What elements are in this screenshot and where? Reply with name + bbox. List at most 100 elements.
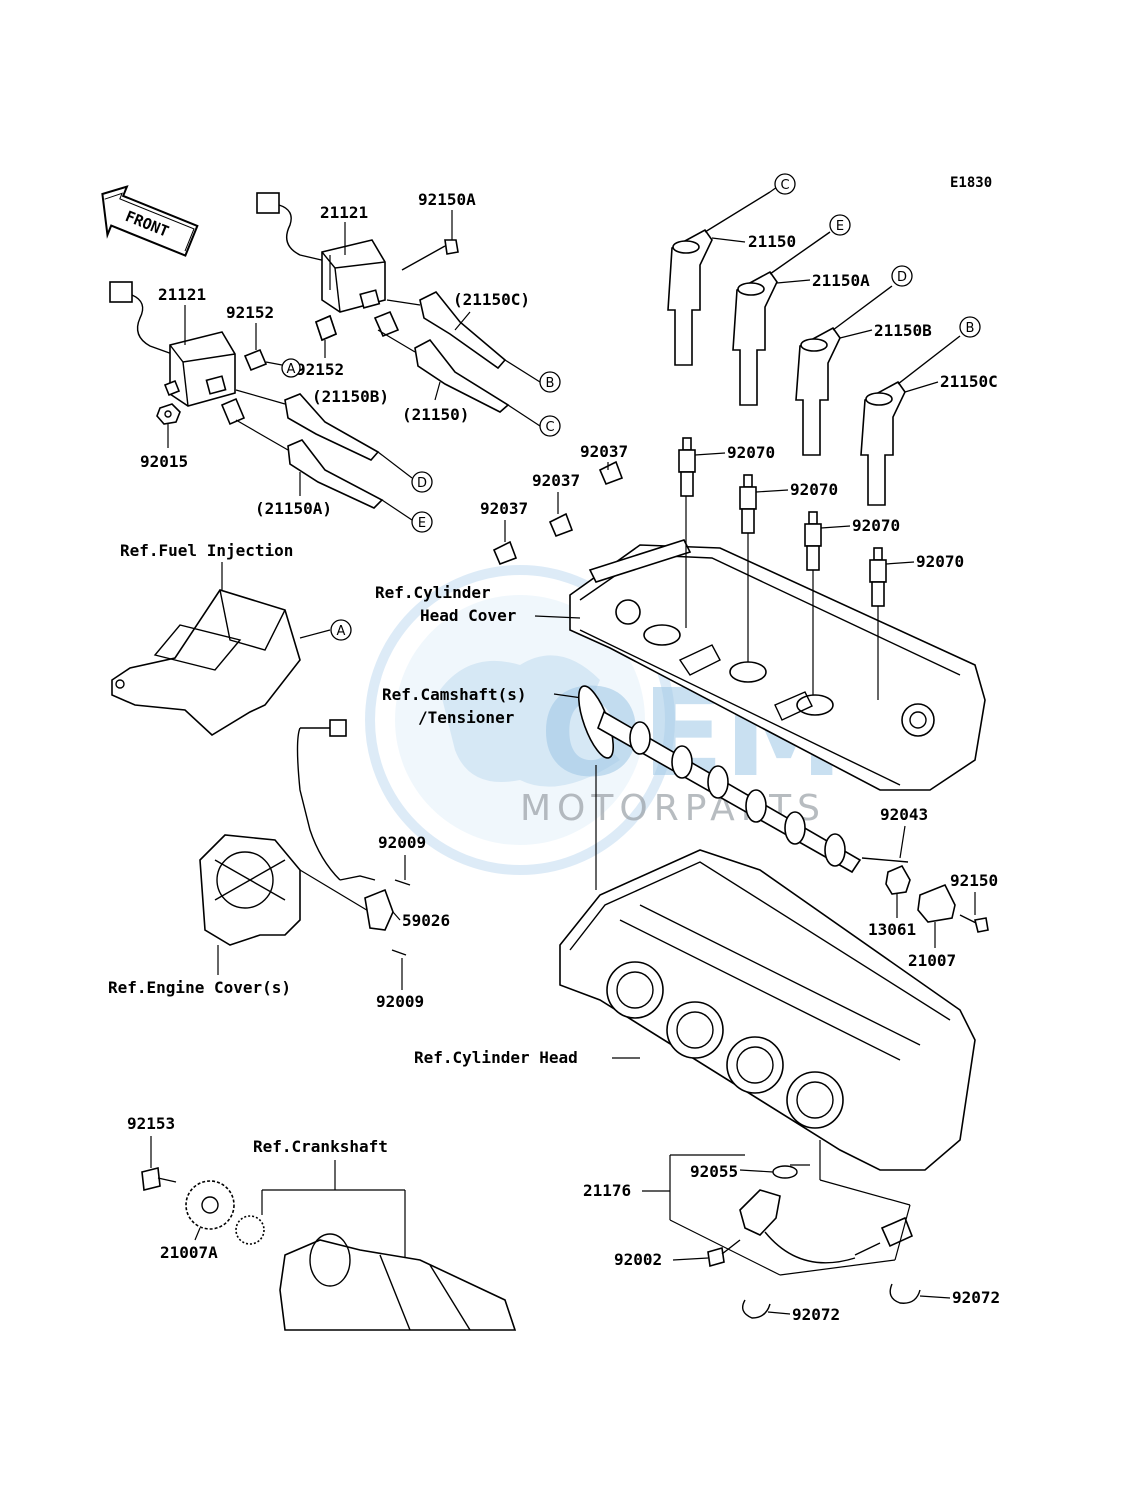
label-92153: 92153 [127,1114,175,1133]
label-92015: 92015 [140,452,188,471]
screw-92009-b [391,949,407,956]
collar-92152-a [243,348,268,372]
label-21150C: 21150C [940,372,998,391]
plug-cap-21150 [414,338,541,427]
label-21150: 21150 [748,232,796,251]
clip-92037-b [548,512,574,538]
part-21007 [917,883,956,923]
label-92002: 92002 [614,1250,662,1269]
label-13061: 13061 [868,920,916,939]
spark-plug-92070-b [739,474,757,534]
ref-camshaft-2: /Tensioner [418,708,514,727]
label-92070-d: 92070 [916,552,964,571]
bolt-92150 [959,914,989,933]
callout-b-1: B [539,371,561,393]
spark-plug-92070-c [804,511,822,571]
label-92037-a: 92037 [580,442,628,461]
callout-c-1: C [539,415,561,437]
bolt-92153 [141,1167,177,1191]
callout-d-2: D [891,265,913,287]
ignition-coil-lower [109,281,246,426]
timing-rotor-21007a [185,1180,235,1230]
label-21150C-paren: (21150C) [453,290,530,309]
label-92070-b: 92070 [790,480,838,499]
svg-text:B: B [966,321,975,336]
plug-cap-21150a-right [732,231,831,406]
label-21176: 21176 [583,1181,631,1200]
label-92009-b: 92009 [376,992,424,1011]
svg-text:A: A [287,362,296,377]
label-92152-a: 92152 [226,303,274,322]
pin-92043 [861,857,909,863]
callout-a-2: A [330,619,352,641]
ref-crankshaft: Ref.Crankshaft [253,1137,388,1156]
label-92037-c: 92037 [480,499,528,518]
ref-cylinder-head: Ref.Cylinder Head [414,1048,578,1067]
svg-text:A: A [337,624,346,639]
label-92070-c: 92070 [852,516,900,535]
band-92072-b [889,1283,921,1304]
collar-92152-b [315,314,337,342]
label-92150: 92150 [950,871,998,890]
camshaft [577,685,862,874]
callout-a-1: A [265,358,301,378]
label-21150B-paren: (21150B) [312,387,389,406]
plug-cap-21150c-right [860,335,961,506]
label-59026: 59026 [402,911,450,930]
callout-b-2: B [959,316,981,338]
ref-cylinder-head-cover-1: Ref.Cylinder [375,583,491,602]
diagram-code: E1830 [950,175,992,191]
clip-92037-c [492,540,518,566]
svg-text:D: D [417,476,427,491]
callout-c-2: C [774,173,796,195]
ref-engine-cover: Ref.Engine Cover(s) [108,978,291,997]
cam-sensor [739,1189,914,1264]
label-21007: 21007 [908,951,956,970]
plug-cap-21150b [284,393,413,479]
svg-text:B: B [546,376,555,391]
bolt-92002 [707,1239,741,1268]
crankshaft [235,1215,517,1331]
callout-d-1: D [411,471,433,493]
label-92152-b: 92152 [296,360,344,379]
callout-e-1: E [411,511,433,533]
svg-text:C: C [545,420,554,435]
plug-cap-21150c [419,290,541,383]
label-92072-a: 92072 [792,1305,840,1324]
ref-cylinder-head-cover-2: Head Cover [420,606,516,625]
label-21150-paren: (21150) [402,405,469,424]
label-92072-b: 92072 [952,1288,1000,1307]
fuel-injection-bracket [111,589,301,736]
label-21121-left: 21121 [158,285,206,304]
engine-cover [199,834,301,946]
bolt-92150a [401,239,459,271]
spark-plug-92070-a [678,437,696,497]
part-13061 [885,864,911,895]
label-92043: 92043 [880,805,928,824]
svg-text:C: C [780,178,789,193]
label-21150A-paren: (21150A) [255,499,332,518]
svg-text:D: D [897,270,907,285]
label-92055: 92055 [690,1162,738,1181]
screw-92009-a [394,879,411,886]
svg-text:E: E [418,516,426,531]
ref-camshaft-1: Ref.Camshaft(s) [382,685,527,704]
callout-e-2: E [829,214,851,236]
label-92037-b: 92037 [532,471,580,490]
cylinder-head-cover [569,539,986,791]
sensor-wire [296,719,376,881]
spark-plug-92070-d [869,547,887,607]
label-21121-top: 21121 [320,203,368,222]
clip-92037-a [598,460,624,486]
plug-cap-21150b-right [795,285,893,456]
part-59026 [364,888,394,931]
plug-cap-21150-right [667,186,778,366]
label-21150B: 21150B [874,321,932,340]
label-92009-a: 92009 [378,833,426,852]
ref-fuel-injection: Ref.Fuel Injection [120,541,293,560]
oring-92055 [772,1165,798,1179]
svg-text:E: E [836,219,844,234]
label-92150A: 92150A [418,190,476,209]
label-92070-a: 92070 [727,443,775,462]
